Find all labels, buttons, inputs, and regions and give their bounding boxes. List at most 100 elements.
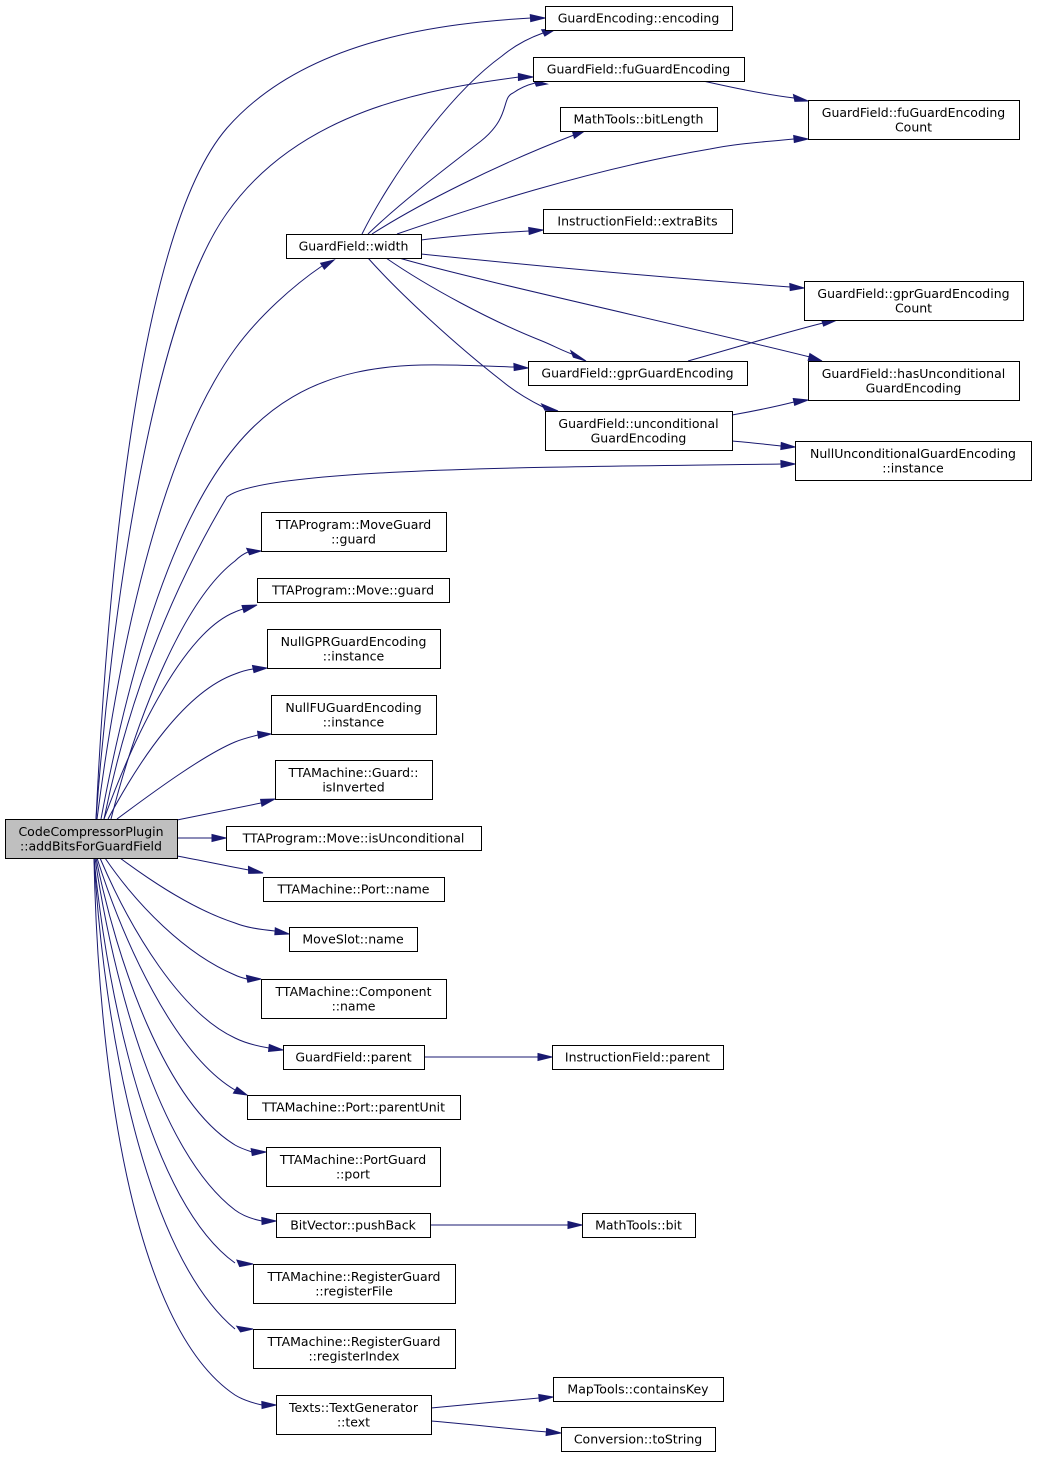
edge-gf_fuenc-to-gf_fuenc_count (702, 80, 809, 102)
edge-line (94, 857, 263, 1222)
edge-line (176, 802, 262, 821)
edge-gf_width-to-gf_gprenc_count (420, 253, 805, 292)
edge-root-to-nfu_instance (116, 730, 273, 820)
node-conv_tostring[interactable]: Conversion::toString (561, 1427, 716, 1452)
node-box (5, 819, 178, 859)
node-if_extrabits[interactable]: InstructionField::extraBits (543, 209, 733, 234)
node-nfu_instance[interactable]: NullFUGuardEncoding::instance (271, 695, 437, 735)
node-mt_containskey[interactable]: MapTools::containsKey (553, 1377, 724, 1402)
arrowhead-icon (247, 865, 264, 874)
arrowhead-icon (250, 1147, 267, 1157)
arrowhead-icon (267, 1043, 284, 1052)
node-gf_hasuncond[interactable]: GuardField::hasUnconditionalGuardEncodin… (808, 361, 1020, 401)
arrowhead-icon (319, 259, 336, 270)
node-tm_portguard_port[interactable]: TTAMachine::PortGuard::port (266, 1147, 441, 1187)
edge-line (116, 734, 259, 820)
node-label: GuardField::parent (295, 1050, 411, 1065)
edge-line (103, 608, 244, 820)
node-box (804, 281, 1024, 321)
arrowhead-icon (261, 1216, 277, 1226)
node-tp_moveguard[interactable]: TTAProgram::MoveGuard::guard (261, 512, 447, 552)
nodes: CodeCompressorPlugin::addBitsForGuardFie… (5, 6, 1032, 1452)
node-label: InstructionField::extraBits (557, 214, 717, 229)
edge-gf_gprenc-to-gf_gprenc_count (687, 318, 838, 362)
edge-line (93, 857, 236, 1330)
arrowhead-icon (528, 226, 544, 236)
edges (93, 13, 838, 1437)
node-nuge_instance[interactable]: NullUnconditionalGuardEncoding::instance (795, 441, 1032, 481)
edge-gf_width-to-gf_fuenc_count (396, 134, 809, 235)
node-label: GuardField::gprGuardEncoding (541, 366, 733, 381)
edge-line (93, 857, 263, 1406)
node-if_parent[interactable]: InstructionField::parent (552, 1045, 724, 1070)
node-tp_move_uncond[interactable]: TTAProgram::Move::isUnconditional (226, 826, 482, 851)
arrowhead-icon (793, 134, 809, 144)
edge-line (95, 17, 532, 820)
node-label: isInverted (322, 779, 384, 794)
node-tm_comp_name[interactable]: TTAMachine::Component::name (261, 979, 447, 1019)
edge-bv_pushback-to-mt_bit (430, 1220, 583, 1230)
node-gf_width[interactable]: GuardField::width (286, 234, 422, 259)
node-tt_text[interactable]: Texts::TextGenerator::text (276, 1395, 432, 1435)
node-label: MapTools::containsKey (567, 1382, 709, 1397)
edge-tt_text-to-conv_tostring (430, 1420, 562, 1437)
node-label: ::name (332, 998, 376, 1013)
node-tm_port_parentunit[interactable]: TTAMachine::Port::parentUnit (247, 1095, 461, 1120)
edge-line (176, 855, 250, 871)
node-tm_rg_ri[interactable]: TTAMachine::RegisterGuard::registerIndex (253, 1329, 456, 1369)
node-box (267, 629, 441, 669)
arrowhead-icon (545, 1427, 562, 1437)
node-box (261, 979, 447, 1019)
node-label: GuardField::unconditional (558, 416, 718, 431)
edge-line (119, 857, 276, 932)
node-ngpr_instance[interactable]: NullGPRGuardEncoding::instance (267, 629, 441, 669)
arrowhead-icon (792, 397, 809, 407)
node-label: MathTools::bitLength (574, 112, 704, 127)
edge-line (430, 1420, 548, 1433)
node-mt_bit[interactable]: MathTools::bit (582, 1213, 696, 1238)
node-bv_pushback[interactable]: BitVector::pushBack (276, 1213, 431, 1238)
node-label: Texts::TextGenerator (288, 1400, 419, 1415)
node-label: BitVector::pushBack (290, 1218, 416, 1233)
node-label: GuardField::hasUnconditional (822, 366, 1006, 381)
edge-line (731, 401, 795, 416)
node-label: TTAProgram::Move::isUnconditional (242, 831, 465, 846)
edge-root-to-ms_name (119, 857, 290, 936)
node-label: ::registerFile (315, 1283, 393, 1298)
edge-root-to-tt_text (93, 857, 277, 1410)
arrowhead-icon (537, 1052, 553, 1062)
edge-line (430, 1397, 540, 1409)
node-ge_encoding[interactable]: GuardEncoding::encoding (545, 6, 733, 31)
node-box (795, 441, 1032, 481)
node-label: GuardField::width (299, 239, 409, 254)
node-root[interactable]: CodeCompressorPlugin::addBitsForGuardFie… (5, 819, 178, 859)
node-label: TTAMachine::RegisterGuard (267, 1269, 441, 1284)
node-box (253, 1264, 456, 1304)
node-box (533, 57, 745, 82)
node-box (552, 1045, 724, 1070)
node-tp_move_guard[interactable]: TTAProgram::Move::guard (257, 578, 450, 603)
node-box (808, 361, 1020, 401)
node-ms_name[interactable]: MoveSlot::name (289, 927, 418, 952)
node-tm_port_name[interactable]: TTAMachine::Port::name (263, 877, 445, 902)
node-box (543, 209, 733, 234)
node-tm_rg_rf[interactable]: TTAMachine::RegisterGuard::registerFile (253, 1264, 456, 1304)
edge-root-to-tp_moveguard (110, 547, 262, 820)
node-label: MoveSlot::name (302, 932, 404, 947)
node-mt_bitlength[interactable]: MathTools::bitLength (560, 107, 718, 132)
node-gf_fuenc[interactable]: GuardField::fuGuardEncoding (533, 57, 745, 82)
node-gf_gprenc[interactable]: GuardField::gprGuardEncoding (528, 361, 748, 386)
arrowhead-icon (251, 664, 269, 674)
edge-line (103, 463, 782, 820)
node-tm_guard_inv[interactable]: TTAMachine::Guard::isInverted (275, 760, 433, 800)
edge-root-to-gf_fuenc (95, 72, 534, 820)
node-label: GuardField::gprGuardEncoding (817, 286, 1009, 301)
node-gf_parent[interactable]: GuardField::parent (283, 1045, 425, 1070)
edge-root-to-ge_encoding (95, 13, 546, 820)
edge-root-to-ngpr_instance (107, 664, 269, 820)
node-box (226, 826, 482, 851)
arrowhead-icon (789, 282, 805, 292)
